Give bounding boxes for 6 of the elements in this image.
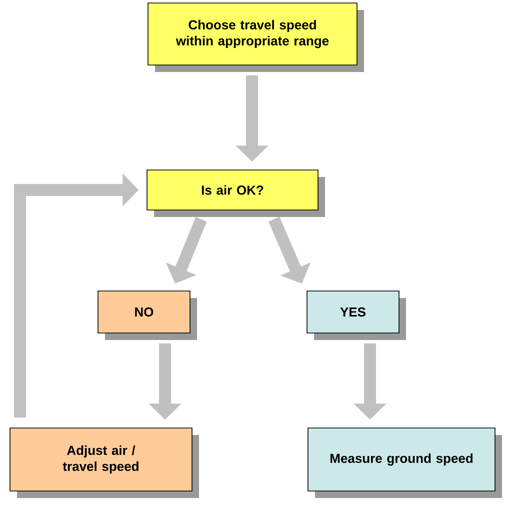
process-box: Choose travel speed within appropriate range xyxy=(148,2,364,72)
process-box: Measure ground speed xyxy=(308,428,502,498)
decision-box: Is air OK? xyxy=(146,170,325,217)
process-box: Adjust air / travel speed xyxy=(10,428,199,498)
answer-box: NO xyxy=(98,290,197,340)
answer-box: YES xyxy=(306,290,406,340)
